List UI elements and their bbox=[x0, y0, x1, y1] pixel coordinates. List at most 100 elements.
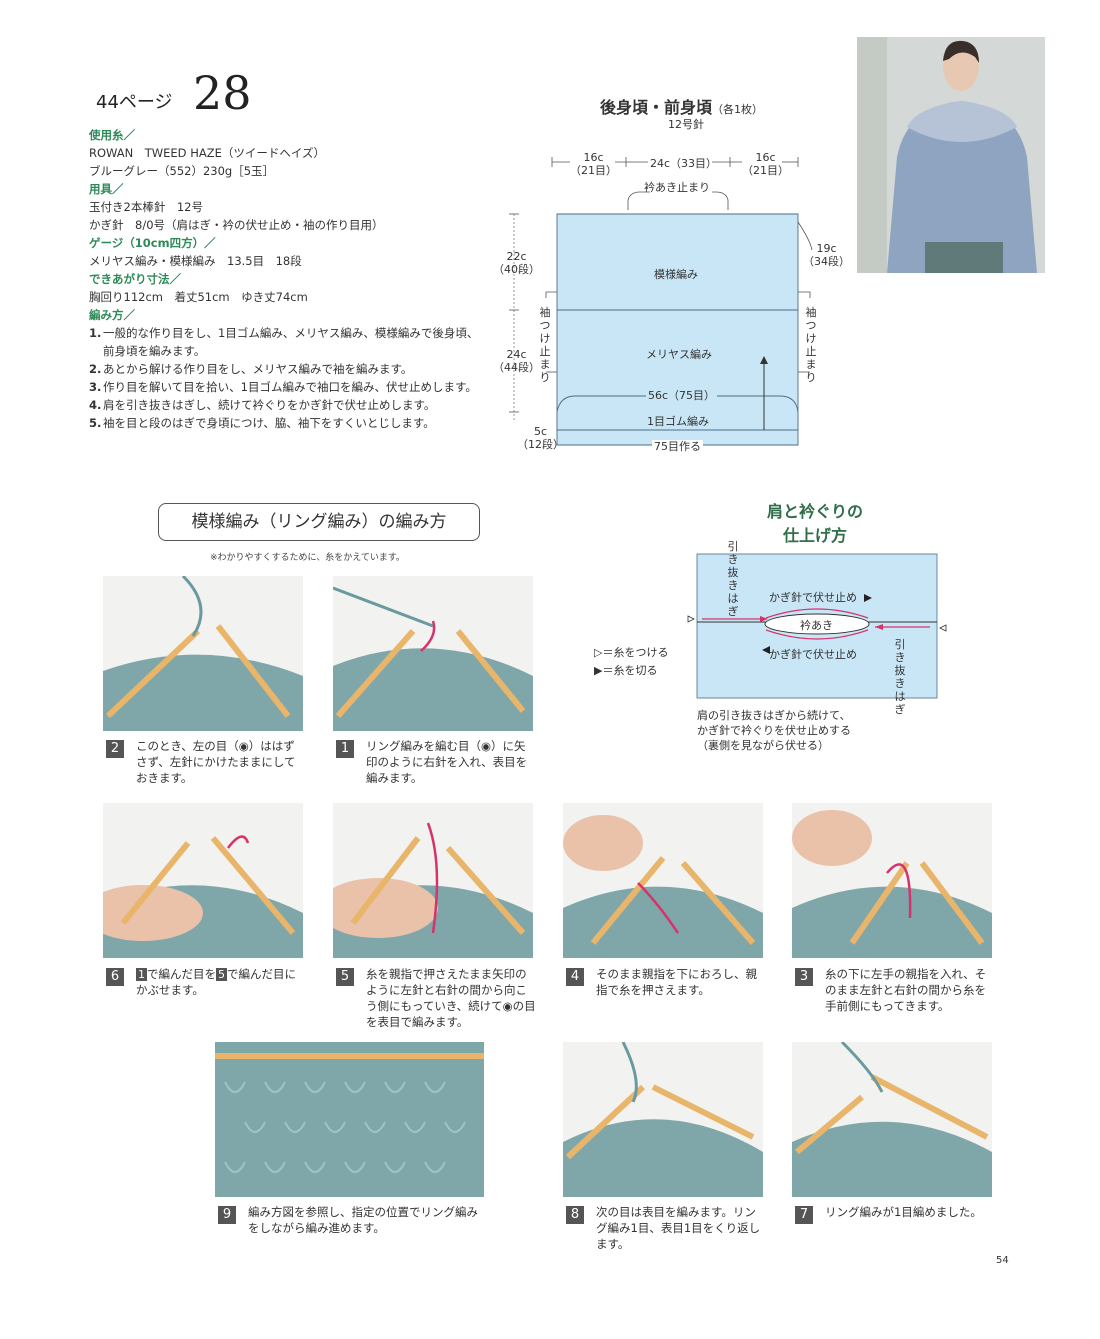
spec-line: ROWAN TWEED HAZE（ツイードヘイズ） bbox=[89, 146, 326, 160]
shoulder-note: 肩の引き抜きはぎから続けて、かぎ針で衿ぐりを伏せ止めする（裏側を見ながら伏せる） bbox=[697, 709, 851, 752]
caption-text: 次の目は表目を編みます。リング編み1目、表目1目をくり返します。 bbox=[596, 1205, 761, 1251]
caption-number: 4 bbox=[566, 968, 584, 986]
step-photo-7 bbox=[792, 1042, 992, 1197]
caption-number: 6 bbox=[106, 968, 124, 986]
spec-line: 胸回り112cm 着丈51cm ゆき丈74cm bbox=[89, 290, 308, 304]
spec-line: 玉付き2本棒針 12号 bbox=[89, 200, 203, 214]
caption-number: 5 bbox=[336, 968, 354, 986]
caption-number: 1 bbox=[336, 740, 354, 758]
pattern-number: 28 bbox=[193, 66, 252, 120]
step-text: あとから解ける作り目をし、メリヤス編みで袖を編みます。 bbox=[103, 362, 413, 376]
spec-heading: できあがり寸法／ bbox=[89, 272, 181, 286]
stockinette-area-label: メリヤス編み bbox=[646, 348, 712, 361]
pattern-area-label: 模様編み bbox=[654, 268, 698, 281]
caption-number: 2 bbox=[106, 740, 124, 758]
spec-size: できあがり寸法／ 胸回り112cm 着丈51cm ゆき丈74cm bbox=[89, 270, 509, 306]
shoulder-top-label: かぎ針で伏せ止め bbox=[769, 591, 857, 604]
caption-number: 3 bbox=[795, 968, 813, 986]
caption-8: 8 次の目は表目を編みます。リング編み1目、表目1目をくり返します。 bbox=[566, 1204, 766, 1252]
dim-left-bottom: 5c（12段） bbox=[517, 425, 564, 451]
dim-right-upper: 19c（34段） bbox=[803, 242, 850, 268]
cut-icon: ▶ bbox=[594, 664, 603, 677]
caption-text: リング編みが1目編めました。 bbox=[825, 1205, 982, 1219]
instruction-step: 3.作り目を解いて目を拾い、1目ゴム編みで袖口を編み、伏せ止めします。 bbox=[89, 378, 489, 396]
caption-4: 4 そのまま親指を下におろし、親指で糸を押さえます。 bbox=[566, 966, 766, 998]
legend-cut: ▶＝糸を切る bbox=[594, 664, 658, 677]
spec-heading: 使用糸／ bbox=[89, 128, 135, 142]
spec-tools: 用具／ 玉付き2本棒針 12号 かぎ針 8/0号（肩はぎ・衿の伏せ止め・袖の作り… bbox=[89, 180, 509, 234]
model-photo bbox=[857, 37, 1045, 273]
step-photo-1 bbox=[333, 576, 533, 731]
shoulder-bottom-label: かぎ針で伏せ止め bbox=[769, 648, 857, 661]
spec-line: かぎ針 8/0号（肩はぎ・衿の伏せ止め・袖の作り目用） bbox=[89, 218, 384, 232]
caption-9: 9 編み方図を参照し、指定の位置でリング編みをしながら編み進めます。 bbox=[218, 1204, 488, 1236]
spec-list: 使用糸／ ROWAN TWEED HAZE（ツイードヘイズ） ブルーグレー（55… bbox=[89, 126, 509, 324]
neck-label: 衿あき止まり bbox=[644, 181, 710, 194]
shoulder-title: 肩と衿ぐりの仕上げ方 bbox=[766, 502, 863, 545]
sleeve-left-label: 袖つけ止まり bbox=[539, 306, 551, 384]
caption-3: 3 糸の下に左手の親指を入れ、そのまま左針と右針の間から糸を手前側にもってきます。 bbox=[795, 966, 995, 1014]
step-number: 4. bbox=[89, 398, 102, 412]
dim-top-center: 24c（33目） bbox=[650, 157, 718, 170]
caption-text: このとき、左の目（◉）ははずさず、左針にかけたままにしておきます。 bbox=[136, 739, 296, 785]
caption-2: 2 このとき、左の目（◉）ははずさず、左針にかけたままにしておきます。 bbox=[106, 738, 306, 786]
step-number: 2. bbox=[89, 362, 102, 376]
step-ref-badge: 1 bbox=[136, 968, 147, 981]
instruction-step: 2.あとから解ける作り目をし、メリヤス編みで袖を編みます。 bbox=[89, 360, 489, 378]
dim-top-left: 16c（21目） bbox=[570, 151, 617, 177]
spec-line: メリヤス編み・模様編み 13.5目 18段 bbox=[89, 254, 302, 268]
step-photo-5 bbox=[333, 803, 533, 958]
spec-yarn: 使用糸／ ROWAN TWEED HAZE（ツイードヘイズ） ブルーグレー（55… bbox=[89, 126, 509, 180]
step-text: 作り目を解いて目を拾い、1目ゴム編みで袖口を編み、伏せ止めします。 bbox=[103, 380, 477, 394]
caption-text: そのまま親指を下におろし、親指で糸を押さえます。 bbox=[596, 967, 757, 997]
diagram-needle: 12号針 bbox=[668, 118, 704, 131]
step-number: 1. bbox=[89, 326, 102, 340]
instruction-step: 1.一般的な作り目をし、1目ゴム編み、メリヤス編み、模様編みで後身頃、前身頃を編… bbox=[89, 324, 489, 360]
spec-heading: ゲージ（10cm四方）／ bbox=[89, 236, 216, 250]
step-photo-3 bbox=[792, 803, 992, 958]
rib-label: 1目ゴム編み bbox=[645, 415, 711, 428]
diagram-title-suffix: （各1枚） bbox=[712, 103, 764, 116]
diagram-title: 後身頃・前身頃（各1枚） bbox=[600, 94, 763, 118]
spec-heading: 用具／ bbox=[89, 182, 124, 196]
step-number: 5. bbox=[89, 416, 102, 430]
caption-number: 9 bbox=[218, 1206, 236, 1224]
dim-left-upper: 22c（40段） bbox=[493, 250, 540, 276]
spec-gauge: ゲージ（10cm四方）／ メリヤス編み・模様編み 13.5目 18段 bbox=[89, 234, 509, 270]
instruction-steps: 1.一般的な作り目をし、1目ゴム編み、メリヤス編み、模様編みで後身頃、前身頃を編… bbox=[89, 324, 489, 432]
spec-heading: 編み方／ bbox=[89, 308, 135, 322]
width-mid-label: 56c（75目） bbox=[646, 389, 718, 402]
step-number: 3. bbox=[89, 380, 102, 394]
page-number: 54 bbox=[996, 1255, 1009, 1266]
spec-line: ブルーグレー（552）230g［5玉］ bbox=[89, 164, 275, 178]
sleeve-right-label: 袖つけ止まり bbox=[805, 306, 817, 384]
shoulder-left-label: 引き抜きはぎ bbox=[727, 540, 739, 618]
cast-on-label: 75目作る bbox=[652, 440, 703, 453]
pattern-section-title: 模様編み（リング編み）の編み方 bbox=[158, 503, 480, 541]
step-photo-6 bbox=[103, 803, 303, 958]
attach-icon: ▷ bbox=[594, 646, 603, 659]
caption-text: 編み方図を参照し、指定の位置でリング編みをしながら編み進めます。 bbox=[248, 1205, 478, 1235]
dim-left-lower: 24c（44段） bbox=[493, 348, 540, 374]
caption-text: リング編みを編む目（◉）に矢印のように右針を入れ、表目を編みます。 bbox=[366, 739, 528, 785]
step-text: 袖を目と段のはぎで身頃につけ、脇、袖下をすくいとじします。 bbox=[103, 416, 435, 430]
caption-1: 1 リング編みを編む目（◉）に矢印のように右針を入れ、表目を編みます。 bbox=[336, 738, 536, 786]
step-text: 肩を引き抜きはぎし、続けて衿ぐりをかぎ針で伏せ止めします。 bbox=[103, 398, 436, 412]
step-photo-9 bbox=[215, 1042, 484, 1197]
step-ref-badge: 5 bbox=[216, 968, 227, 981]
step-photo-2 bbox=[103, 576, 303, 731]
legend-attach: ▷＝糸をつける bbox=[594, 646, 669, 659]
pattern-section-note: ※わかりやすくするために、糸をかえています。 bbox=[210, 553, 405, 563]
dim-top-right: 16c（21目） bbox=[742, 151, 789, 177]
instruction-step: 4.肩を引き抜きはぎし、続けて衿ぐりをかぎ針で伏せ止めします。 bbox=[89, 396, 489, 414]
caption-text: 糸の下に左手の親指を入れ、そのまま左針と右針の間から糸を手前側にもってきます。 bbox=[825, 967, 987, 1013]
caption-number: 8 bbox=[566, 1206, 584, 1224]
step-photo-4 bbox=[563, 803, 763, 958]
shoulder-neck-label: 衿あき bbox=[800, 619, 833, 632]
step-text: 一般的な作り目をし、1目ゴム編み、メリヤス編み、模様編みで後身頃、前身頃を編みま… bbox=[103, 326, 479, 358]
page-reference: 44ページ bbox=[96, 92, 173, 113]
